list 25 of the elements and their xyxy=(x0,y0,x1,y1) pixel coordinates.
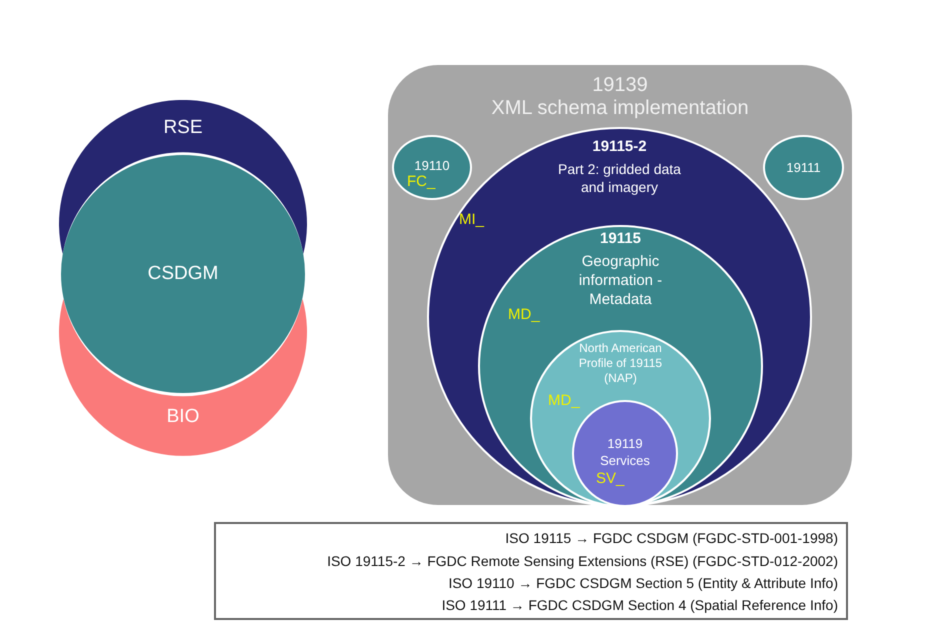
node-title: 19115 xyxy=(599,230,642,249)
node-label: Services xyxy=(599,453,651,470)
node-label: RSE xyxy=(162,116,204,140)
node-label: BIO xyxy=(166,405,200,429)
note-line: ISO 19115 → FGDC CSDGM (FGDC-STD-001-1998) xyxy=(504,530,838,548)
note-line: ISO 19115-2 → FGDC Remote Sensing Extensions (RSE) (FGDC-STD-012-2002) xyxy=(326,553,838,570)
note-box xyxy=(214,522,848,620)
note-line: ISO 19110 → FGDC CSDGM Section 5 (Entity & Attribute Info) xyxy=(447,575,838,592)
code-label: MI_ xyxy=(459,211,484,230)
panel-title: 19139 xyxy=(591,73,649,98)
node-label: Part 2: gridded data and imagery xyxy=(557,161,682,196)
node-label: 19110 xyxy=(413,158,451,174)
node-label: 19111 xyxy=(785,160,822,176)
group-panel xyxy=(388,65,852,505)
node-label: North American Profile of 19115 (NAP) xyxy=(578,341,664,386)
node-label: CSDGM xyxy=(146,262,220,286)
node-title: 19115-2 xyxy=(591,138,648,157)
node-label: 19119 xyxy=(606,436,644,452)
code-label: MD_ xyxy=(548,392,580,411)
code-label: MD_ xyxy=(508,306,540,325)
code-label: SV_ xyxy=(596,470,624,489)
note-line: ISO 19111 → FGDC CSDGM Section 4 (Spatial Reference Info) xyxy=(440,597,838,614)
panel-title: XML schema implementation xyxy=(490,96,750,121)
code-label: FC_ xyxy=(407,173,436,192)
node-label: Geographic information - Metadata xyxy=(578,253,664,310)
